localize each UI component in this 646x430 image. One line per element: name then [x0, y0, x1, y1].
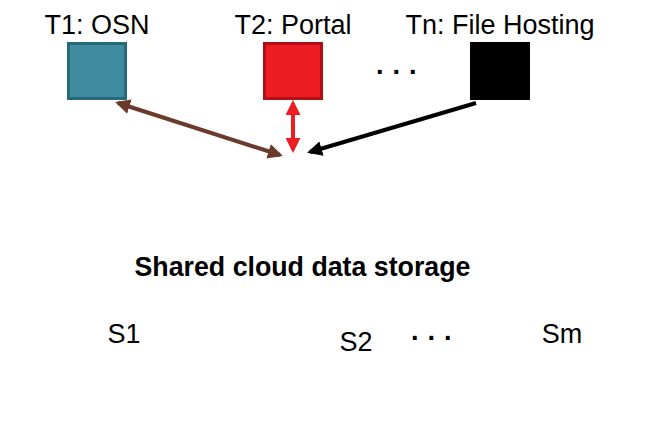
cloud-storage: Shared cloud data storage: [20, 118, 625, 343]
tenant-label: T1: OSN: [44, 10, 149, 41]
label-holder: · · ·: [374, 57, 420, 88]
tenant-box: Tn: File Hosting: [470, 42, 530, 100]
label-holder: · · ·: [409, 323, 455, 354]
tenant-label: T2: Portal: [234, 10, 351, 41]
tenant-label: Tn: File Hosting: [405, 10, 594, 41]
cloud-outline: [20, 118, 625, 343]
globe-equator: [234, 217, 260, 218]
cloud-shape: [31, 141, 619, 343]
storage-strip: [445, 378, 645, 428]
storage-cell: [320, 378, 360, 428]
storage-cell: [43, 378, 83, 428]
server-label: S2: [337, 327, 374, 357]
server-icon: [290, 296, 339, 375]
storage-cell: [400, 378, 440, 428]
storage-cell: [3, 378, 43, 428]
server-icon: [248, 138, 292, 223]
server-icon: [490, 293, 539, 374]
server-icon: [55, 293, 104, 374]
server-label: Sm: [540, 319, 585, 349]
label-holder: Sm: [540, 319, 585, 350]
storage-cell: [445, 378, 485, 428]
cloud-title: Shared cloud data storage: [20, 252, 585, 283]
storage-cell: [360, 378, 400, 428]
storage-cell: [280, 378, 320, 428]
server-icon: [274, 130, 318, 213]
storage-cell: [123, 378, 163, 428]
storage-strip: [3, 378, 203, 428]
connector-arrow: [291, 103, 295, 150]
storage-cell: [163, 378, 203, 428]
storage-cell: [240, 378, 280, 428]
connector-arrow: [118, 103, 280, 155]
storage-cell: [605, 378, 645, 428]
server-label: S1: [105, 319, 142, 349]
server-icon: [300, 124, 341, 203]
ellipsis: · · ·: [374, 57, 420, 87]
tenant-box: T2: Portal: [263, 42, 323, 100]
storage-cell: [83, 378, 123, 428]
tenant-box: T1: OSN: [67, 42, 127, 100]
connector-arrow: [310, 103, 476, 152]
storage-strip: [240, 378, 440, 428]
globe-icon: [234, 205, 260, 231]
label-holder: S2: [337, 327, 374, 358]
storage-cell: [565, 378, 605, 428]
globe: [234, 205, 260, 231]
server-label: · · ·: [409, 323, 455, 353]
storage-cell: [525, 378, 565, 428]
globe-meridian: [242, 205, 252, 231]
storage-cell: [485, 378, 525, 428]
label-holder: S1: [105, 319, 142, 350]
